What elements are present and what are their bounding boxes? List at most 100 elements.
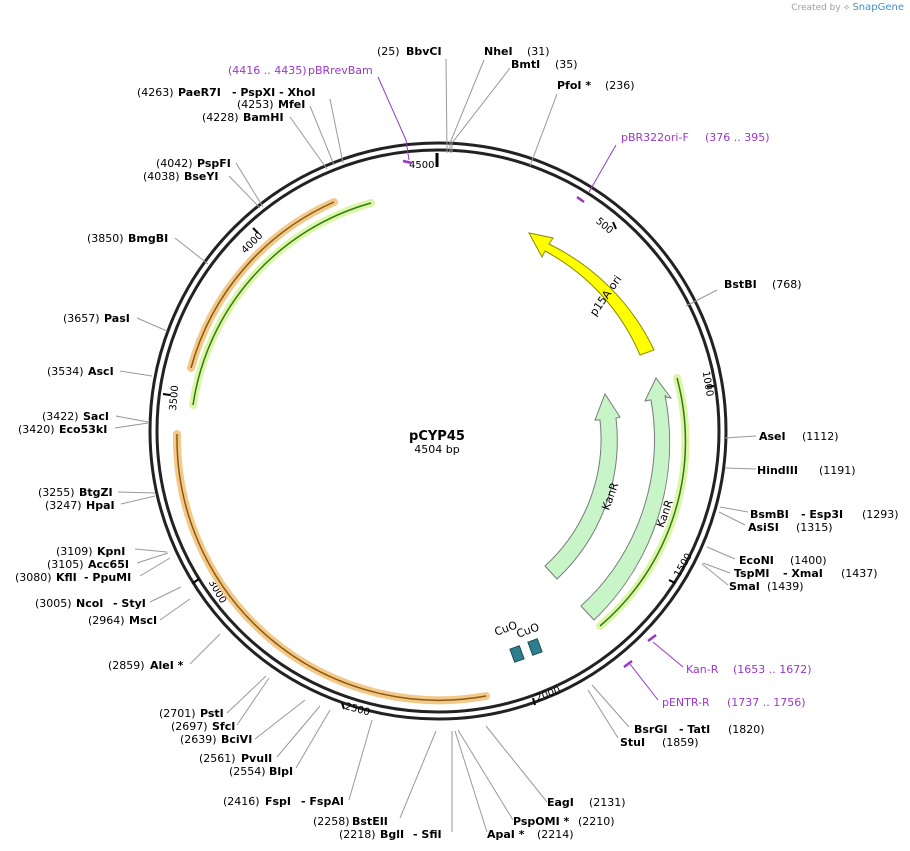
enzyme-extra-bsrgi: - TatI <box>679 723 710 736</box>
leader-bsteii <box>399 730 437 819</box>
enzyme-name-fspi: FspI <box>265 795 291 808</box>
enzyme-name-pspomi: PspOMI * <box>513 815 570 828</box>
enzyme-pos-hindiii: (1191) <box>819 464 856 477</box>
leader-pspomi <box>457 729 514 821</box>
enzyme-extra-tspmi: - XmaI <box>783 567 823 580</box>
leader-msci <box>159 598 191 621</box>
orange-arc-bottom-left <box>172 430 490 705</box>
leader-pasi <box>136 317 168 332</box>
leader-kpni <box>134 548 168 553</box>
enzyme-pos-smai: (1439) <box>767 580 804 593</box>
enzyme-pos-psti: (2701) <box>159 707 196 720</box>
enzyme-name-asei: AseI <box>759 430 786 443</box>
enzyme-name-bmti: BmtI <box>511 58 540 71</box>
p15a-ori-arrow <box>528 232 655 356</box>
enzyme-name-eagi: EagI <box>547 796 574 809</box>
leader-bmgbi <box>174 237 209 265</box>
enzyme-name-bsrgi: BsrGI <box>634 723 667 736</box>
enzyme-labels: (25) BbvCI NheI (31) BmtI (35) PfoI * (2… <box>15 45 899 841</box>
leader-asisi <box>718 511 746 526</box>
inner-arcs <box>172 198 690 705</box>
enzyme-pos-bbvci: (25) <box>377 45 400 58</box>
tick-label-500: 500 <box>593 216 615 237</box>
leader-psti <box>226 675 267 714</box>
enzyme-name-bcivi: BciVI <box>221 733 252 746</box>
primer-range-kan-r: (1653 .. 1672) <box>733 663 812 676</box>
enzyme-name-bbvci: BbvCI <box>406 45 442 58</box>
green-arc-top-left-line <box>192 202 372 406</box>
tick-mark-2500 <box>341 702 345 710</box>
cuo-box-1 <box>509 645 525 663</box>
enzyme-pos-msci: (2964) <box>88 614 125 627</box>
primer-leader-lines <box>377 76 684 701</box>
enzyme-pos-alei: (2859) <box>108 659 145 672</box>
enzyme-pos-pasi: (3657) <box>63 312 100 325</box>
enzyme-pos-paer7i: (4263) <box>137 86 174 99</box>
kanr-arrow-outer <box>580 377 673 621</box>
tick-mark-2000 <box>532 697 536 706</box>
leader-bmti <box>451 67 511 153</box>
enzyme-pos-eagi: (2131) <box>589 796 626 809</box>
primer-labels: (4416 .. 4435) pBRrevBam pBR322ori-F (37… <box>228 64 812 709</box>
enzyme-pos-kfli: (3080) <box>15 571 52 584</box>
enzyme-leader-lines <box>114 58 757 833</box>
enzyme-pos-sfci: (2697) <box>171 720 208 733</box>
enzyme-name-bsmbi: BsmBI <box>750 508 789 521</box>
enzyme-name-hindiii: HindIII <box>757 464 798 477</box>
leader-asci <box>119 370 153 377</box>
backbone-inner-ring <box>155 148 721 714</box>
enzyme-name-psti: PstI <box>200 707 224 720</box>
enzyme-pos-pfoi: (236) <box>605 79 635 92</box>
primer-name-pentr-r: pENTR-R <box>662 696 710 709</box>
primer-name-kan-r: Kan-R <box>686 663 719 676</box>
enzyme-pos-fspi: (2416) <box>223 795 260 808</box>
enzyme-extra-bsmbi: - Esp3I <box>801 508 843 521</box>
leader-bsrgi <box>591 684 630 728</box>
enzyme-name-kpni: KpnI <box>97 545 125 558</box>
enzyme-pos-eco53ki: (3420) <box>18 423 55 436</box>
primer-mark-pbr322ori-f <box>576 195 585 204</box>
leader-bcivi <box>254 699 306 740</box>
leader-kfli <box>139 557 171 577</box>
enzyme-pos-bamhi: (4228) <box>202 111 239 124</box>
leader-bstbi <box>685 289 718 307</box>
enzyme-name-stui: StuI <box>620 736 645 749</box>
enzyme-name-pfoi: PfoI * <box>557 79 591 92</box>
enzyme-name-kfli: KflI <box>56 571 77 584</box>
leader-apai <box>454 730 488 833</box>
enzyme-name-acc65i: Acc65I <box>88 558 129 571</box>
leader-asei <box>724 435 757 439</box>
enzyme-name-eco53ki: Eco53kI <box>59 423 107 436</box>
enzyme-extra-bgli: - SfiI <box>413 828 442 841</box>
primer-name-pbr322ori-f: pBR322ori-F <box>621 131 689 144</box>
snapgene-logo-icon: ⟡ <box>843 3 850 13</box>
enzyme-pos-acc65i: (3105) <box>47 558 84 571</box>
leader-tspmi <box>702 562 731 574</box>
tick-mark-1000 <box>706 385 715 388</box>
enzyme-pos-bgli: (2218) <box>339 828 376 841</box>
enzyme-name-nhei: NheI <box>484 45 513 58</box>
enzyme-name-pvuii: PvuII <box>241 752 272 765</box>
leader-pentr-r <box>629 663 659 701</box>
enzyme-pos-hpai: (3247) <box>45 499 82 512</box>
enzyme-name-pspfi: PspFI <box>197 157 231 170</box>
enzyme-name-btgzi: BtgZI <box>79 486 113 499</box>
leader-hindiii <box>724 467 757 470</box>
leader-acc65i <box>136 552 169 564</box>
leader-eco53ki <box>114 422 149 429</box>
credit-brand: SnapGene <box>852 2 904 13</box>
enzyme-pos-ncoi: (3005) <box>35 597 72 610</box>
enzyme-pos-nhei: (31) <box>527 45 550 58</box>
tick-mark-3000 <box>192 578 200 584</box>
primer-range-pbrrevbam: (4416 .. 4435) <box>228 64 307 77</box>
snapgene-credit: Created by ⟡ SnapGene <box>791 2 904 13</box>
cuo-label-2: CuO <box>515 620 542 640</box>
leader-kan-r <box>652 641 684 668</box>
enzyme-pos-pspfi: (4042) <box>156 157 193 170</box>
enzyme-pos-btgzi: (3255) <box>38 486 75 499</box>
enzyme-name-bseyi: BseYI <box>184 170 218 183</box>
enzyme-name-mfei: MfeI <box>278 98 305 111</box>
enzyme-name-pasi: PasI <box>104 312 130 325</box>
enzyme-name-smai: SmaI <box>729 580 760 593</box>
enzyme-extra-ncoi: - StyI <box>113 597 146 610</box>
